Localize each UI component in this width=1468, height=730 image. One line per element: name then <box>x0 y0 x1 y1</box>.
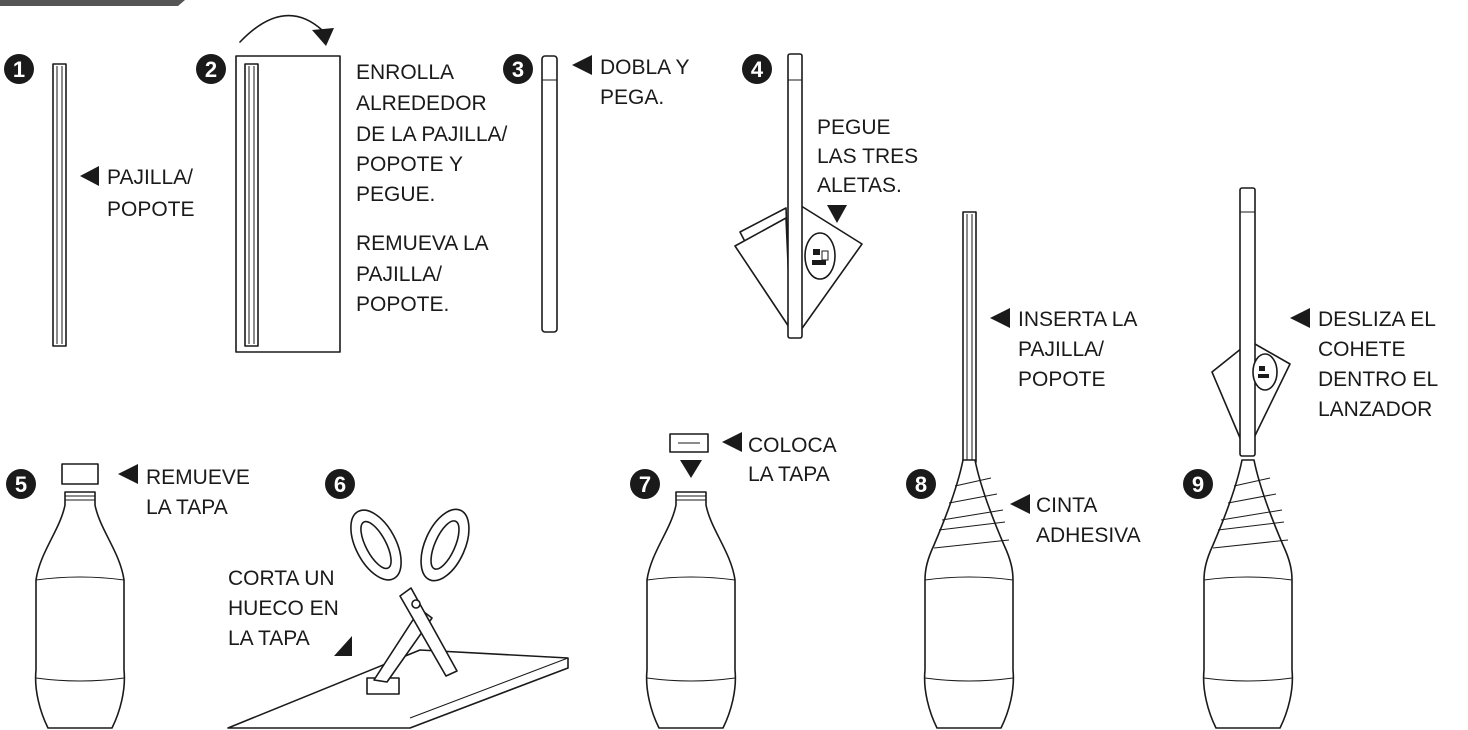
svg-text:8: 8 <box>915 472 927 497</box>
step-2-label: ALREDEDOR <box>356 92 487 115</box>
step-8-label: ADHESIVA <box>1036 524 1141 547</box>
bottle-icon <box>923 459 1015 729</box>
step-5: 5 REMUEVE LA TAPA <box>6 463 250 729</box>
pointer-arrow-icon <box>1290 308 1310 328</box>
step-8-label: PAJILLA/ <box>1018 338 1104 361</box>
step-9: 9 DESLIZA EL COHETE DENTRO EL LANZADOR <box>1183 187 1438 729</box>
step-8-label: POPOTE <box>1018 368 1106 391</box>
down-arrow-icon <box>827 205 847 223</box>
step-number-badge: 5 <box>6 469 36 499</box>
straw-icon <box>52 63 67 347</box>
bottle-cap-icon <box>61 463 99 485</box>
curved-arrow-icon <box>239 14 323 43</box>
step-9-label: LANZADOR <box>1318 398 1432 421</box>
step-6-label: LA TAPA <box>228 627 310 650</box>
step-number-badge: 9 <box>1183 469 1213 499</box>
step-1-label: POPOTE <box>107 198 195 221</box>
step-8-label: CINTA <box>1036 494 1097 517</box>
step-number-badge: 6 <box>325 469 355 499</box>
step-3-label: DOBLA Y <box>600 56 690 79</box>
step-5-label: REMUEVE <box>146 466 250 489</box>
step-number-badge: 2 <box>196 54 226 84</box>
curved-arrow-head <box>312 28 334 46</box>
svg-text:9: 9 <box>1192 472 1204 497</box>
down-arrow-icon <box>680 460 702 478</box>
svg-text:7: 7 <box>639 472 651 497</box>
step-2-label: REMUEVA LA <box>356 232 489 255</box>
step-2-label: ENROLLA <box>356 61 454 84</box>
step-8: 8 INSERTA LA PAJILLA/ POPOTE CINTA ADHES… <box>906 211 1141 729</box>
step-4: 4 PEGUE LAS TRES ALETAS. <box>734 53 918 339</box>
step-2-label: POPOTE Y <box>356 153 463 176</box>
svg-text:5: 5 <box>15 472 27 497</box>
svg-text:1: 1 <box>13 57 25 82</box>
step-8-label: INSERTA LA <box>1018 308 1137 331</box>
step-9-label: COHETE <box>1318 338 1406 361</box>
svg-text:3: 3 <box>512 57 524 82</box>
paper-rocket-icon <box>734 53 863 339</box>
step-9-label: DESLIZA EL <box>1318 308 1436 331</box>
step-1: 1 PAJILLA/ POPOTE <box>4 54 195 347</box>
paper-rocket-icon <box>1211 187 1291 457</box>
pointer-arrow-icon <box>1010 494 1030 514</box>
header-bar <box>0 0 185 6</box>
paper-tube-icon <box>541 55 558 333</box>
svg-text:4: 4 <box>751 57 764 82</box>
pointer-arrow-icon <box>990 308 1010 328</box>
step-2-label: POPOTE. <box>356 293 449 316</box>
pointer-arrow-icon <box>118 464 138 484</box>
step-number-badge: 7 <box>630 469 660 499</box>
step-3: 3 DOBLA Y PEGA. <box>503 54 690 333</box>
step-7-label: LA TAPA <box>748 463 830 486</box>
straw-icon <box>962 211 977 463</box>
scissors-icon <box>350 508 470 683</box>
step-7: 7 COLOCA LA TAPA <box>630 432 837 729</box>
step-4-label: LAS TRES <box>817 145 918 168</box>
step-2-label: DE LA PAJILLA/ <box>356 123 508 146</box>
step-number-badge: 3 <box>503 54 533 84</box>
step-number-badge: 1 <box>4 54 34 84</box>
step-4-label: PEGUE <box>817 116 891 139</box>
pointer-arrow-icon <box>722 432 742 452</box>
pointer-arrow-icon <box>80 166 99 186</box>
step-2: 2 ENROLLA ALREDEDOR DE LA PAJILLA/ POPOT… <box>196 14 508 353</box>
pointer-arrow-icon <box>334 636 352 656</box>
pointer-arrow-icon <box>572 55 592 75</box>
step-4-label: ALETAS. <box>817 174 902 197</box>
bottle-icon <box>645 491 737 729</box>
svg-text:2: 2 <box>205 57 217 82</box>
step-6-label: HUECO EN <box>228 597 339 620</box>
step-1-label: PAJILLA/ <box>107 166 193 189</box>
step-2-label: PEGUE. <box>356 183 435 206</box>
step-7-label: COLOCA <box>748 434 837 457</box>
step-6: 6 CORTA UN HUECO EN LA TAPA <box>227 469 569 729</box>
step-2-label: PAJILLA/ <box>356 263 442 286</box>
step-9-label: DENTRO EL <box>1318 368 1438 391</box>
step-number-badge: 4 <box>742 54 772 84</box>
straw-icon <box>244 63 259 347</box>
step-3-label: PEGA. <box>600 86 664 109</box>
bottle-icon <box>1202 459 1294 729</box>
step-number-badge: 8 <box>906 469 936 499</box>
step-5-label: LA TAPA <box>146 496 228 519</box>
step-6-label: CORTA UN <box>228 567 335 590</box>
bottle-icon <box>34 491 126 729</box>
svg-text:6: 6 <box>334 472 346 497</box>
